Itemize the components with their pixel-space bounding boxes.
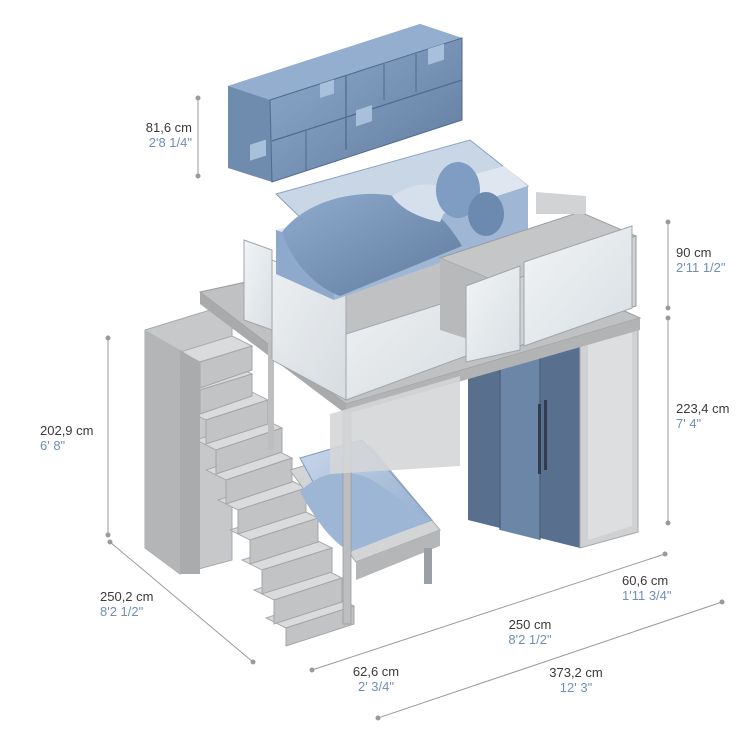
dim-wardrobe-depth-inch: 1'11 3/4" bbox=[622, 587, 672, 603]
dim-wall-unit-height-cm: 81,6 cm bbox=[145, 120, 192, 135]
dim-wall-unit-height-inch: 2'8 1/4" bbox=[148, 134, 192, 150]
dim-depth: 250,2 cm 8'2 1/2" bbox=[100, 589, 190, 619]
dim-overall-height: 223,4 cm 7' 4" bbox=[676, 401, 750, 431]
dim-overall-width-cm: 373,2 cm bbox=[549, 665, 603, 680]
dim-wall-unit-height: 81,6 cm 2'8 1/4" bbox=[96, 120, 192, 150]
dim-loft-width: 250 cm 8'2 1/2" bbox=[488, 617, 572, 647]
dim-top-cabinet-height: 90 cm 2'11 1/2" bbox=[676, 245, 750, 275]
dim-stairs-height-inch: 6' 8" bbox=[40, 437, 66, 453]
dim-overall-width: 373,2 cm 12' 3" bbox=[534, 665, 618, 695]
dim-stairs-height: 202,9 cm 6' 8" bbox=[40, 423, 108, 453]
dim-wardrobe-depth: 60,6 cm 1'11 3/4" bbox=[622, 573, 722, 603]
dim-stairs-height-cm: 202,9 cm bbox=[40, 423, 94, 438]
upper-bed bbox=[275, 139, 530, 300]
dim-overall-height-inch: 7' 4" bbox=[676, 415, 702, 431]
dim-loft-width-inch: 8'2 1/2" bbox=[508, 631, 552, 647]
dim-top-cabinet-height-cm: 90 cm bbox=[676, 245, 712, 260]
top-cabinet bbox=[438, 192, 638, 363]
dim-depth-cm: 250,2 cm bbox=[100, 589, 154, 604]
dim-loft-width-cm: 250 cm bbox=[508, 617, 552, 632]
wardrobe bbox=[468, 317, 639, 549]
dim-stairs-width-cm: 62,6 cm bbox=[352, 664, 400, 679]
dim-stairs-width: 62,6 cm 2' 3/4" bbox=[338, 664, 414, 694]
dim-top-cabinet-height-inch: 2'11 1/2" bbox=[676, 259, 726, 275]
dimension-lines bbox=[105, 95, 725, 721]
wall-unit bbox=[228, 24, 463, 183]
dim-wardrobe-depth-cm: 60,6 cm bbox=[622, 573, 669, 588]
dim-overall-height-cm: 223,4 cm bbox=[676, 401, 730, 416]
dim-stairs-width-inch: 2' 3/4" bbox=[357, 678, 394, 694]
dim-depth-inch: 8'2 1/2" bbox=[100, 603, 144, 619]
dim-overall-width-inch: 12' 3" bbox=[559, 679, 593, 695]
